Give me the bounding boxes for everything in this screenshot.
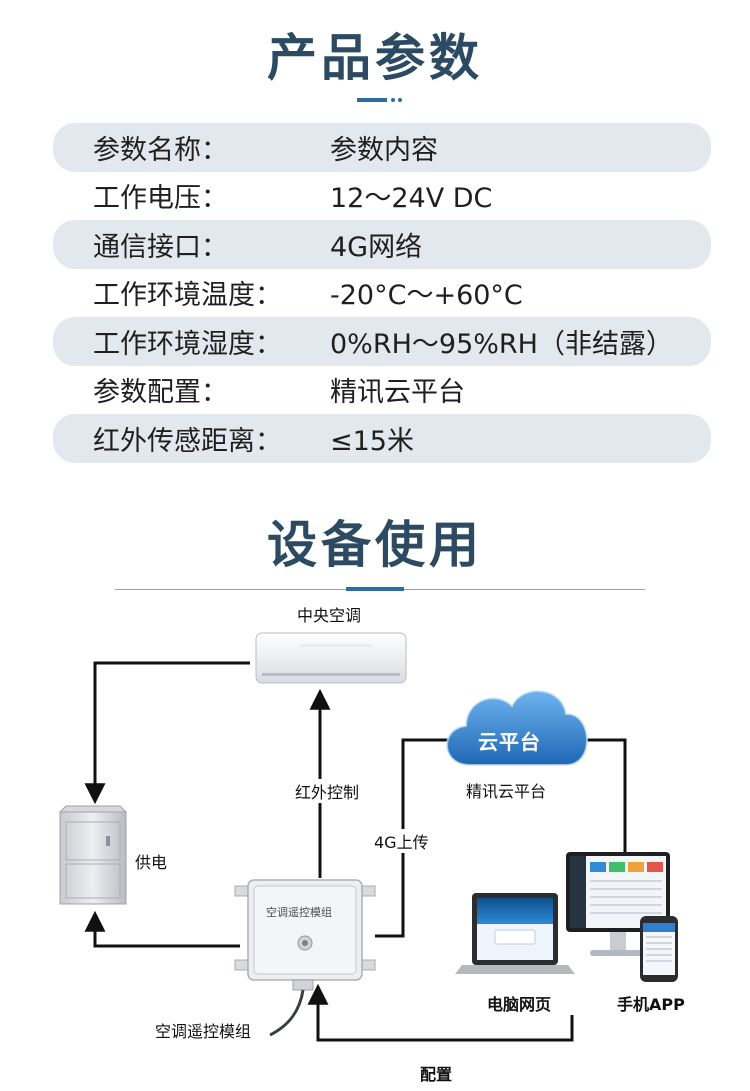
cloud-to-clients-line bbox=[578, 738, 627, 855]
param-label: 工作环境湿度： bbox=[93, 328, 282, 360]
section-title-device-usage: 设备使用 bbox=[267, 516, 483, 574]
param-value: 参数内容 bbox=[330, 134, 438, 166]
table-row: 工作环境湿度： 0%RH～95%RH（非结露） bbox=[53, 317, 711, 366]
ac-to-cabinet-line bbox=[84, 661, 250, 805]
title-accent-dot bbox=[398, 98, 402, 102]
param-label: 通信接口： bbox=[93, 231, 228, 263]
param-value: ≤15米 bbox=[330, 425, 414, 457]
param-value: 4G网络 bbox=[330, 231, 423, 263]
cloud-badge-text: 云平台 bbox=[478, 730, 541, 754]
monitor-icon bbox=[566, 852, 670, 956]
uplink-label: 4G上传 bbox=[372, 829, 431, 853]
power-line bbox=[84, 910, 240, 948]
electrical-cabinet-icon bbox=[58, 805, 128, 905]
title-accent-bar bbox=[346, 587, 404, 591]
infrared-control-label: 红外控制 bbox=[293, 779, 362, 803]
param-label: 工作环境温度： bbox=[93, 280, 282, 312]
param-label: 红外传感距离： bbox=[93, 425, 282, 457]
config-line bbox=[307, 983, 574, 1042]
param-label: 参数配置： bbox=[93, 377, 228, 409]
phone-label: 手机APP bbox=[617, 995, 685, 1014]
table-row: 参数配置： 精讯云平台 bbox=[53, 366, 711, 415]
param-label: 参数名称： bbox=[93, 134, 228, 166]
param-value: 精讯云平台 bbox=[330, 377, 465, 409]
remote-module-icon bbox=[234, 879, 376, 1037]
param-value: -20°C～+60°C bbox=[330, 280, 523, 312]
module-face-text: 空调遥控模组 bbox=[266, 906, 332, 919]
cloud-icon bbox=[446, 690, 588, 766]
air-conditioner-icon bbox=[255, 632, 407, 684]
section-title-product-params: 产品参数 bbox=[267, 29, 483, 87]
power-label: 供电 bbox=[135, 853, 168, 872]
config-label: 配置 bbox=[420, 1065, 453, 1084]
param-table: 参数名称： 参数内容 工作电压： 12～24V DC 通信接口： 4G网络 工作… bbox=[53, 123, 711, 463]
table-row: 参数名称： 参数内容 bbox=[53, 123, 711, 172]
cloud-label: 精讯云平台 bbox=[466, 782, 547, 801]
title-accent-dot bbox=[391, 98, 395, 102]
title-accent-bar bbox=[357, 98, 387, 102]
param-value: 12～24V DC bbox=[330, 183, 493, 215]
param-value: 0%RH～95%RH（非结露） bbox=[330, 328, 673, 360]
table-row: 通信接口： 4G网络 bbox=[53, 220, 711, 269]
module-label: 空调遥控模组 bbox=[155, 1022, 252, 1041]
param-label: 工作电压： bbox=[93, 183, 228, 215]
table-row: 红外传感距离： ≤15米 bbox=[53, 414, 711, 463]
laptop-icon bbox=[455, 893, 575, 974]
ac-label: 中央空调 bbox=[297, 606, 362, 625]
table-row: 工作环境温度： -20°C～+60°C bbox=[53, 269, 711, 318]
table-row: 工作电压： 12～24V DC bbox=[53, 172, 711, 221]
phone-icon bbox=[640, 916, 678, 982]
pc-label: 电脑网页 bbox=[487, 995, 552, 1014]
